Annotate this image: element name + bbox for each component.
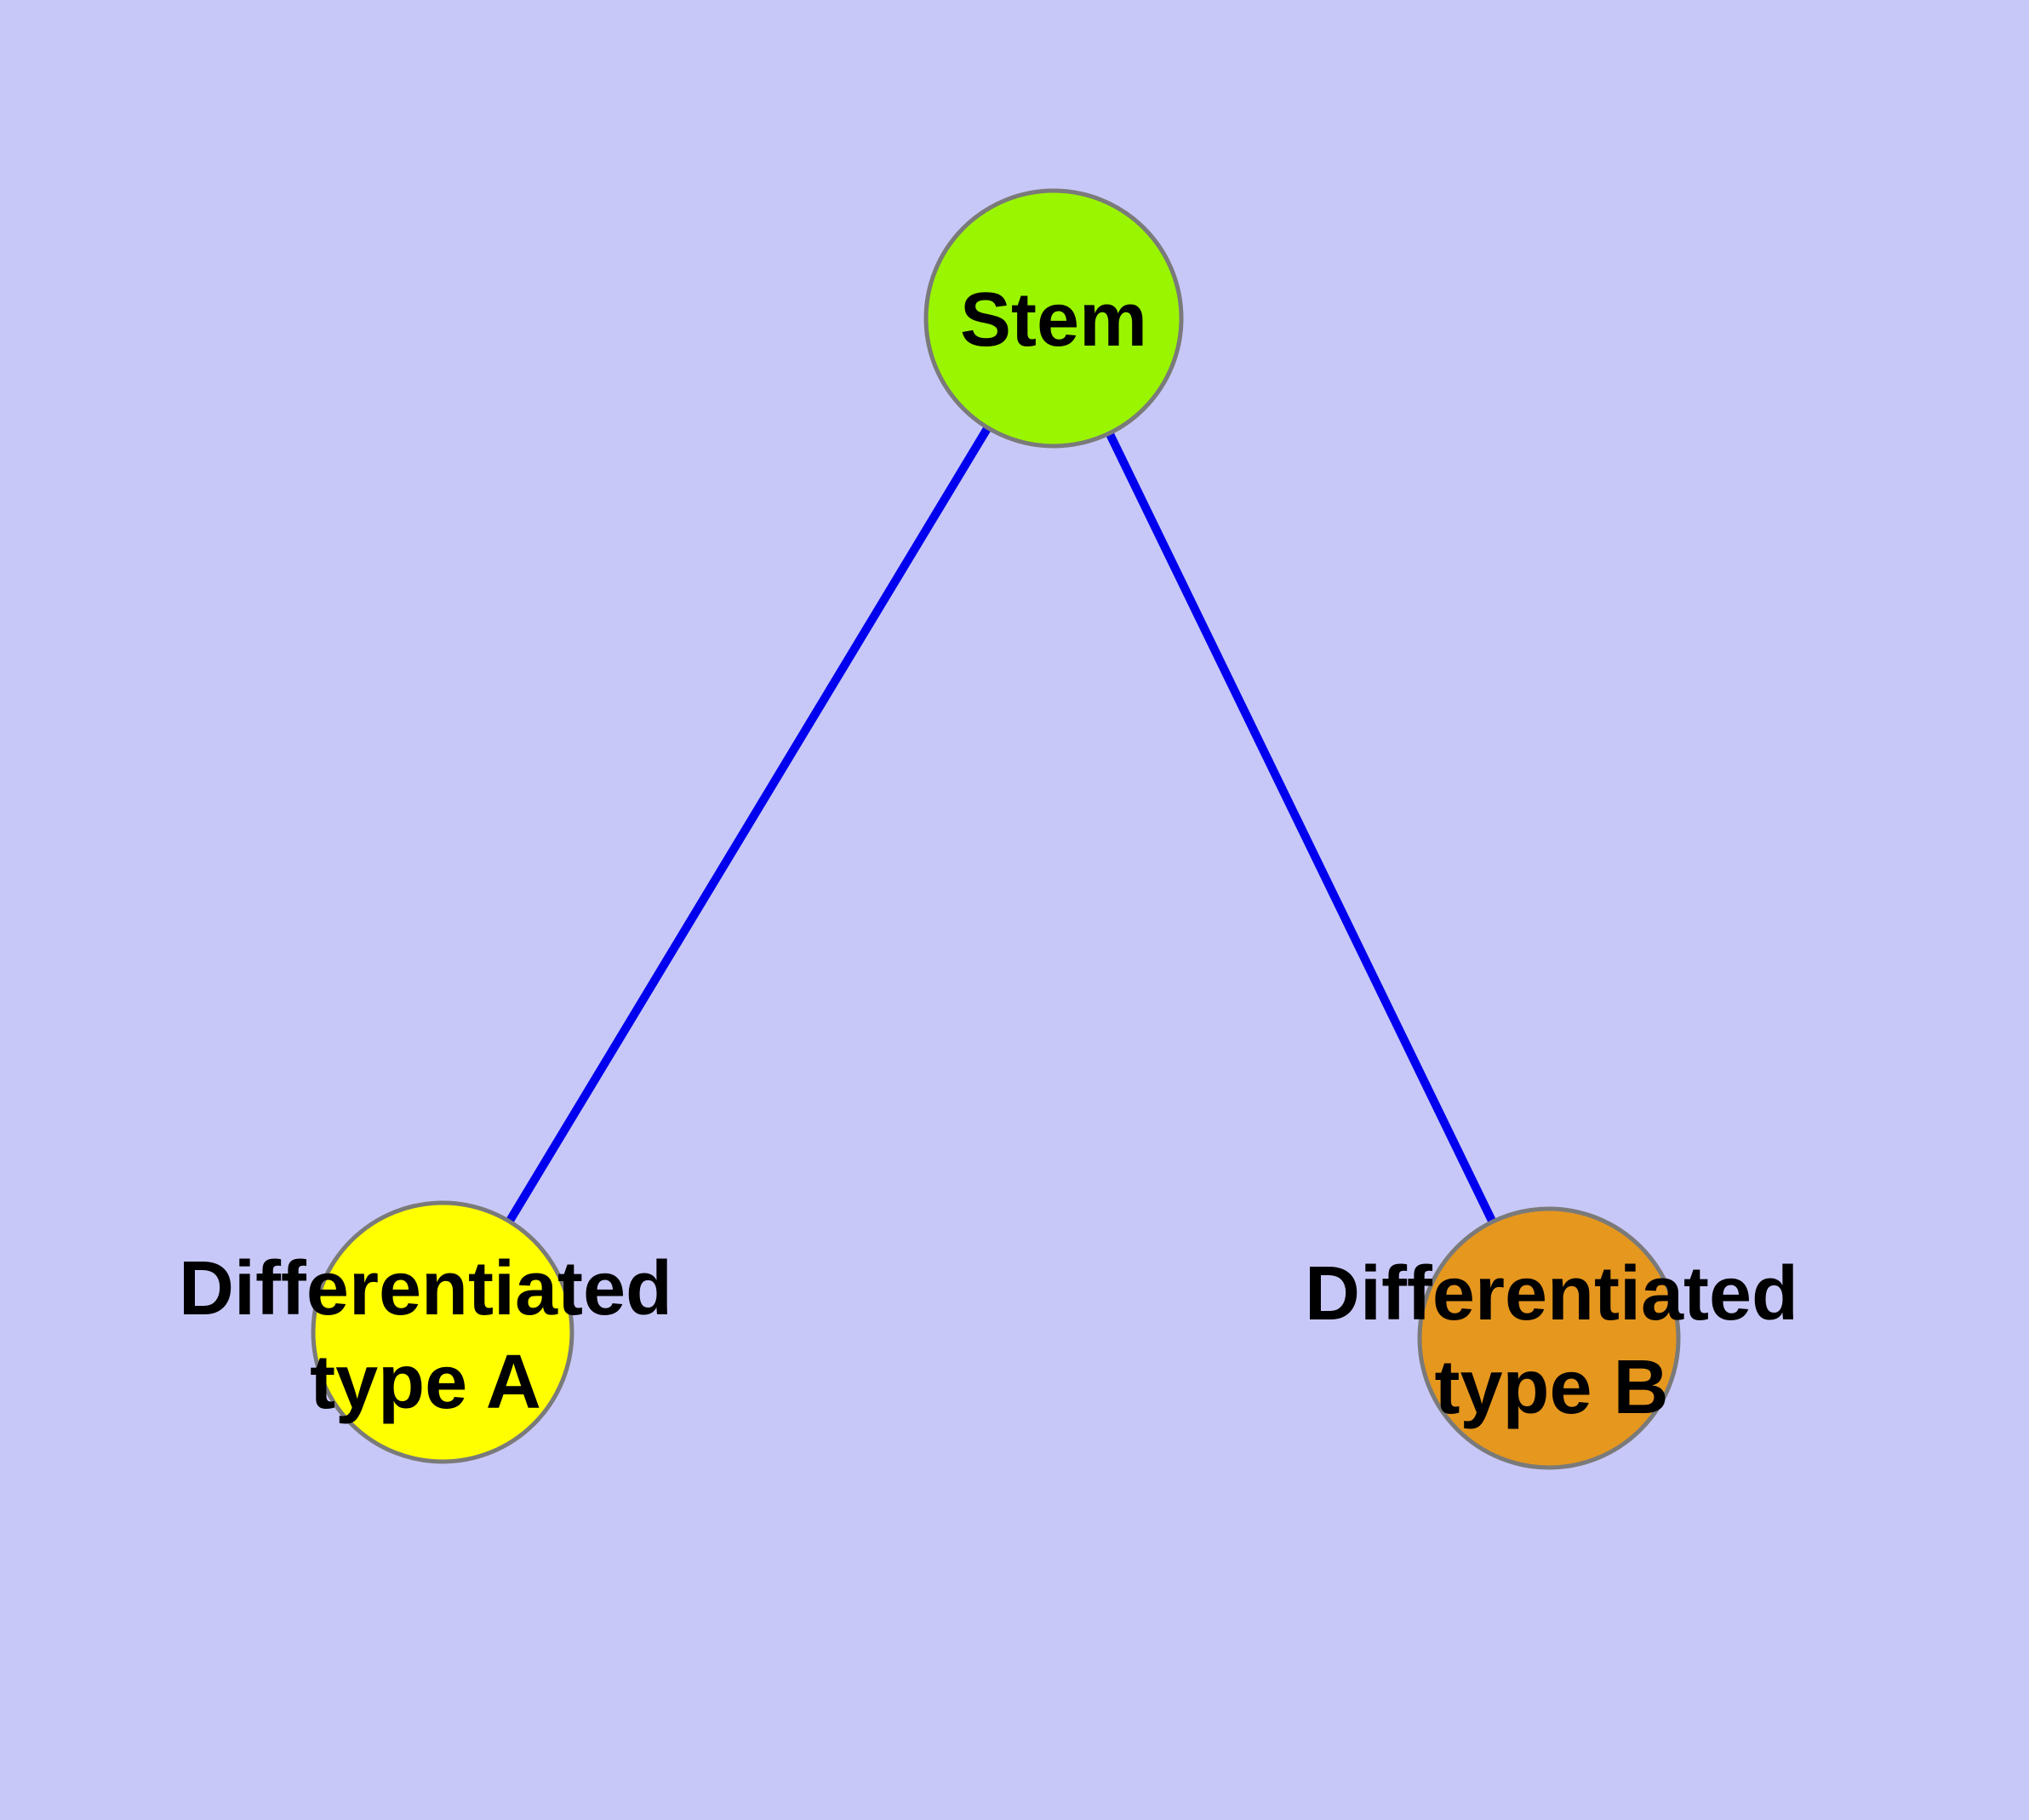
- node-stem: [923, 188, 1184, 449]
- edge-stem-to-differentiated-type-b: [1049, 316, 1553, 1341]
- node-label-stem: Stem: [960, 278, 1147, 363]
- node-differentiated-type-a: [311, 1200, 574, 1464]
- node-differentiated-type-b: [1417, 1206, 1681, 1470]
- edge-stem-to-differentiated-type-a: [438, 316, 1058, 1335]
